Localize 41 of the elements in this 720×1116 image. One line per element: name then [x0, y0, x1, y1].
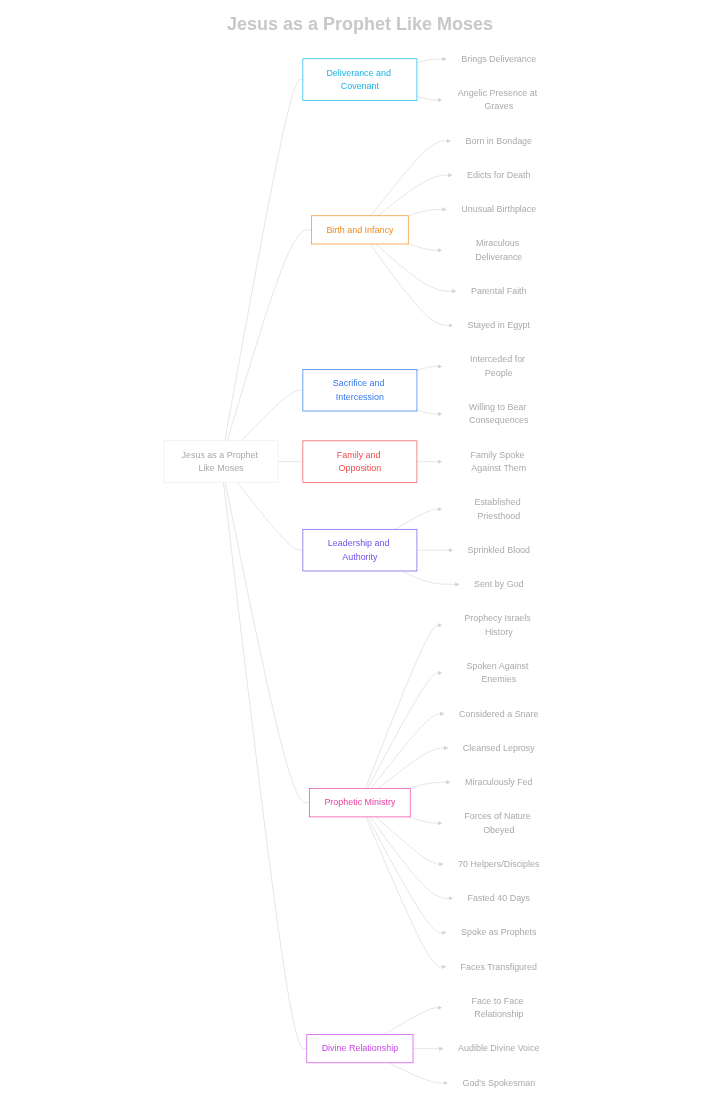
- node-text: Faces Transfigured: [460, 961, 538, 972]
- node-text: Established Priesthood: [474, 497, 521, 521]
- connector: [224, 79, 304, 442]
- node-text: Spoken Against Enemies: [466, 661, 529, 685]
- node-box: Divine Relationship: [306, 1034, 414, 1064]
- node-text: Fasted 40 Days: [467, 893, 531, 904]
- node-text: Prophecy Israels History: [464, 613, 531, 637]
- node-text: Willing to Bear Consequences: [468, 402, 529, 426]
- node-text: Cleansed Leprosy: [462, 742, 535, 753]
- connector: [241, 389, 304, 442]
- node-text: Sprinkled Blood: [467, 544, 531, 555]
- node-text: Edicts for Death: [467, 169, 531, 180]
- node-box: Deliverance and Covenant: [302, 58, 418, 101]
- node-text: Unusual Birthplace: [461, 204, 537, 215]
- node-text: Family Spoke Against Them: [470, 449, 527, 474]
- node-text: Considered a Snare: [459, 708, 539, 719]
- node-text: Brings Deliverance: [461, 53, 537, 64]
- node-text: Audible Divine Voice: [458, 1043, 540, 1054]
- node-text: Miraculously Fed: [465, 777, 533, 788]
- node-text: Parental Faith: [471, 286, 527, 296]
- connector: [237, 482, 304, 551]
- node-text: 70 Helpers/Disciples: [458, 858, 540, 869]
- node-text: Face to Face Relationship: [471, 995, 524, 1020]
- node-box: Leadership and Authority: [302, 528, 418, 572]
- node-text: Interceded for People: [470, 354, 526, 378]
- node-text: God's Spokesman: [462, 1077, 536, 1088]
- node-box: Prophetic Ministry: [309, 788, 411, 818]
- connector: [223, 482, 308, 1049]
- node-text: Stayed in Egypt: [467, 320, 531, 331]
- node-text: Miraculous Deliverance: [475, 238, 523, 262]
- node-text: Born in Bondage: [465, 135, 533, 146]
- node-text: Angelic Presence at Graves: [457, 88, 538, 112]
- node-box: Birth and Infancy: [311, 215, 409, 245]
- node-text: Sent by God: [474, 579, 524, 590]
- node-box: Sacrifice and Intercession: [302, 369, 418, 412]
- connector: [227, 229, 312, 442]
- node-text: Forces of Nature Obeyed: [464, 811, 531, 835]
- node-box: Family and Opposition: [302, 440, 418, 483]
- connector: [225, 482, 310, 804]
- node-box: Jesus as a Prophet Like Moses: [163, 440, 279, 483]
- node-text: Spoke as Prophets: [461, 927, 537, 938]
